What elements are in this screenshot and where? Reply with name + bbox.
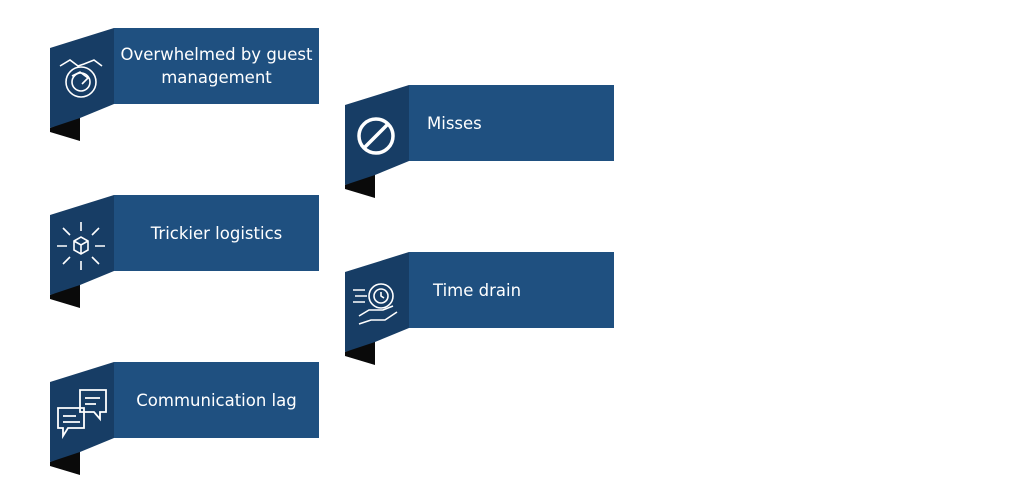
card-logistics: Trickier logistics	[50, 195, 320, 309]
card-label: Misses	[427, 113, 482, 133]
card-label: Trickier logistics	[150, 223, 283, 243]
clock-hand-icon	[353, 283, 398, 325]
card-label: Time drain	[433, 280, 522, 300]
card-label: Communication lag	[136, 390, 297, 410]
chat-bubbles-icon	[57, 389, 107, 440]
card-time-drain: Time drain	[345, 252, 615, 366]
card-guest-management: Overwhelmed by guest management	[50, 28, 320, 142]
handshake-gear-icon	[59, 59, 103, 98]
prohibited-icon	[357, 117, 395, 155]
card-communication: Communication lag	[50, 362, 320, 476]
box-arrows-icon	[57, 222, 105, 270]
card-misses: Misses	[345, 85, 615, 199]
card-label: Overwhelmed by guest management	[120, 45, 313, 87]
